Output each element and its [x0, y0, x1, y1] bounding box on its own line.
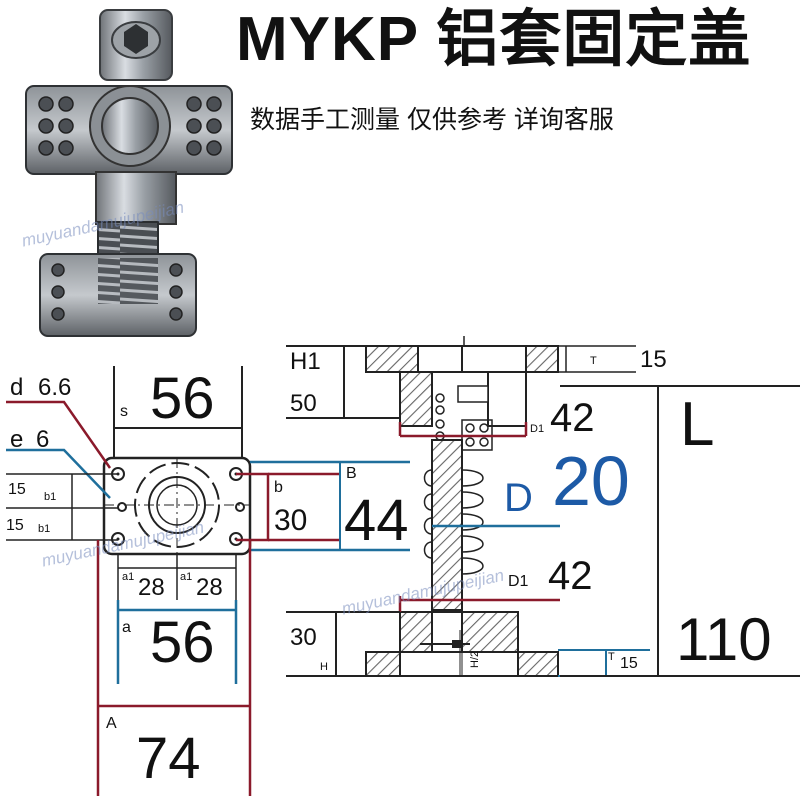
e-value: 6 [36, 426, 50, 453]
b-label: b [274, 479, 283, 496]
A-value: 74 [136, 726, 201, 791]
bearing-balls [435, 393, 489, 447]
D-value: 20 [552, 442, 630, 520]
a1-left-label: a1 [122, 571, 135, 583]
B-label: B [346, 465, 357, 482]
D1-top-label: D1 [530, 423, 545, 435]
D1-top-value: 42 [550, 396, 595, 440]
H2-label: H/2 [469, 650, 481, 668]
b1-bottom-value: 15 [6, 517, 24, 534]
a-label: a [122, 619, 131, 636]
a1-right-label: a1 [180, 571, 193, 583]
A-label: A [106, 715, 117, 732]
H-label: H [320, 661, 328, 673]
bearing-body [95, 171, 177, 225]
page-title: MYKP 铝套固定盖 [236, 5, 752, 74]
D1-bottom-value: 42 [548, 554, 593, 598]
b1-bottom-label: b1 [38, 523, 51, 535]
H1-value: 50 [290, 390, 317, 417]
e-label: e [10, 426, 24, 453]
d-label: d [10, 374, 24, 401]
L-label: L [680, 390, 715, 459]
lower-flange-holes [51, 263, 183, 321]
L-value: 110 [676, 606, 772, 673]
b-value: 30 [274, 504, 308, 537]
D-label: D [504, 476, 533, 520]
s-value: 56 [150, 366, 215, 431]
product-photo [25, 9, 233, 337]
D1-bottom-label: D1 [508, 573, 529, 590]
s-label: s [120, 403, 128, 420]
a1-left-value: 28 [138, 574, 165, 601]
a-value: 56 [150, 610, 215, 675]
b1-top-label: b1 [44, 491, 57, 503]
b1-top-value: 15 [8, 481, 26, 498]
front-view [6, 366, 410, 796]
hex-socket-icon [124, 24, 148, 54]
section-view [286, 336, 800, 677]
flange-holes [38, 96, 222, 156]
H-value: 30 [290, 624, 317, 651]
screw-thread [423, 469, 484, 575]
H1-label: H1 [290, 348, 321, 375]
d-value: 6.6 [38, 374, 72, 401]
page-subtitle: 数据手工测量 仅供参考 详询客服 [250, 106, 614, 134]
T-bottom-value: 15 [620, 655, 638, 672]
T-bottom-label: T [608, 651, 615, 663]
T-top-label: T [590, 355, 597, 367]
B-value: 44 [344, 488, 409, 553]
a1-right-value: 28 [196, 574, 223, 601]
T-top-value: 15 [640, 346, 667, 373]
